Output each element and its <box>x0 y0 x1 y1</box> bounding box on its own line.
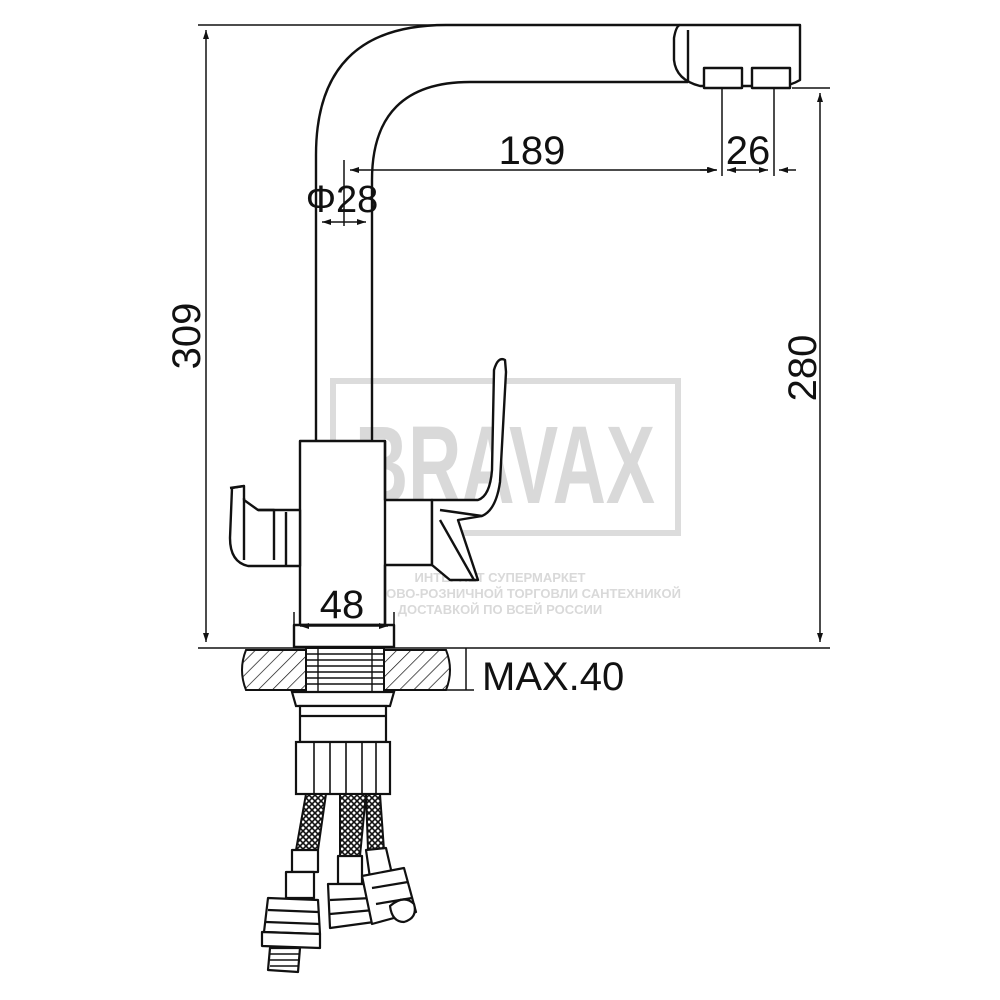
hose-left <box>294 793 328 851</box>
left-hex-nut <box>262 896 322 936</box>
outlet-left <box>702 66 744 90</box>
filter-lever-inner <box>242 498 288 566</box>
mounting-sleeve <box>298 704 388 744</box>
dim-label-48: 48 <box>320 583 365 627</box>
countertop <box>198 647 830 693</box>
main-lever <box>430 357 508 582</box>
mounting-washer <box>290 690 396 708</box>
hose-fittings <box>260 846 418 974</box>
outlet-right <box>750 66 792 90</box>
middle-ferrule <box>336 854 364 886</box>
base-flange <box>292 623 396 649</box>
dimension-lines <box>198 24 830 691</box>
watermark-line-2: ОПТОВО-РОЗНИЧНОЙ ТОРГОВЛИ САНТЕХНИКОЙ <box>359 586 681 601</box>
counter-right-section <box>383 649 451 691</box>
hose-right <box>364 793 386 851</box>
left-fitting-neck <box>284 870 316 900</box>
mounting-nut <box>294 740 392 796</box>
watermark-line-3: ДОСТАВКОЙ ПО ВСЕЙ РОССИИ <box>398 602 602 617</box>
mounting-hardware <box>290 690 396 796</box>
supply-hoses <box>294 793 386 857</box>
hose-middle <box>339 793 368 857</box>
dim-label-26: 26 <box>726 129 771 173</box>
left-ferrule <box>290 848 320 874</box>
filter-lever-tip <box>229 484 245 490</box>
dim-label-diameter: Φ28 <box>306 179 379 221</box>
right-nut-face <box>388 898 416 924</box>
faucet-outline <box>228 23 802 649</box>
spout-outer <box>314 23 680 441</box>
dim-label-309: 309 <box>165 303 209 370</box>
spout-inner <box>370 80 688 441</box>
dim-label-280: 280 <box>781 335 825 402</box>
main-lever-inner <box>438 508 483 581</box>
dimension-labels: 309 280 189 26 Φ28 48 MAX.40 <box>165 129 825 699</box>
counter-left-section <box>241 649 307 691</box>
dim-label-max40: MAX.40 <box>482 655 624 699</box>
left-threaded-tip <box>260 930 322 950</box>
dim-label-189: 189 <box>499 129 566 173</box>
shank-threads <box>306 648 384 692</box>
filter-lever <box>228 484 302 568</box>
